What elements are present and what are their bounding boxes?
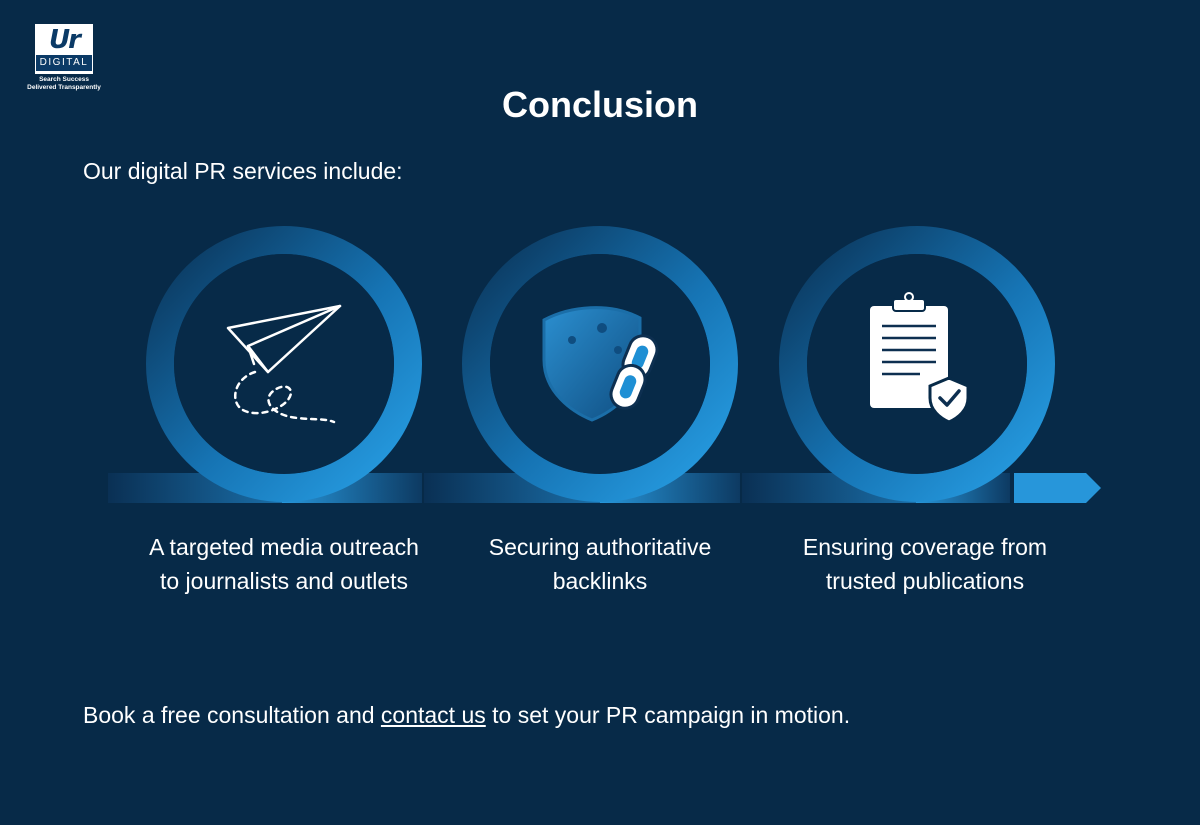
intro-text: Our digital PR services include: xyxy=(83,158,403,184)
contact-us-link[interactable]: contact us xyxy=(380,702,486,728)
logo-badge: Ur DIGITAL xyxy=(35,24,93,74)
logo-tagline-line2: Delivered Transparently xyxy=(27,84,101,91)
page-title: Conclusion xyxy=(502,84,698,125)
clipboard-check-icon xyxy=(870,292,970,424)
service-ring-1 xyxy=(146,226,422,502)
service-ring-2 xyxy=(462,226,738,502)
shield-link-icon xyxy=(542,306,659,422)
logo: Ur DIGITAL Search Success Delivered Tran… xyxy=(18,24,110,92)
timeline-bar xyxy=(108,473,1101,503)
cta-text-after: to set your PR campaign in motion. xyxy=(485,702,851,728)
logo-mark: Ur xyxy=(49,25,81,55)
service-caption-3: Ensuring coverage from trusted publicati… xyxy=(802,534,1048,594)
service-ring-3 xyxy=(779,226,1055,502)
paper-plane-icon xyxy=(226,304,342,424)
cta-text-before: Book a free consultation and xyxy=(83,702,381,728)
call-to-action: Book a free consultation and contact us … xyxy=(83,702,850,729)
logo-tagline-line1: Search Success xyxy=(39,76,89,83)
service-caption-1: A targeted media outreach to journalists… xyxy=(149,534,419,594)
service-caption-2: Securing authoritative backlinks xyxy=(488,534,712,594)
logo-tagline: Search Success Delivered Transparently xyxy=(18,76,110,92)
logo-wordmark: DIGITAL xyxy=(36,55,92,71)
timeline-arrow-icon xyxy=(1014,473,1101,503)
